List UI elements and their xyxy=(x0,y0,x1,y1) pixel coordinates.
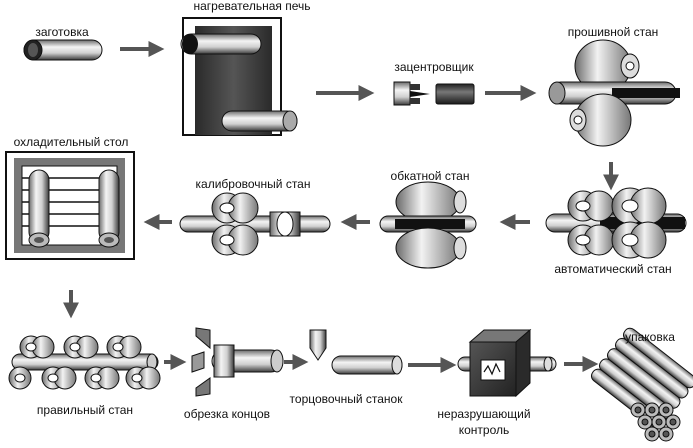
packing-bundle-icon xyxy=(590,327,693,442)
furnace-icon xyxy=(180,17,298,136)
straightening-mill-icon xyxy=(8,335,161,390)
reeling-mill-icon xyxy=(379,181,477,269)
automatic-mill-icon xyxy=(545,187,687,259)
label-nerazrush-1: неразрушающий xyxy=(437,407,530,421)
label-stol: охладительный стол xyxy=(14,135,129,149)
label-avtomaticheskiy: автоматический стан xyxy=(554,262,671,276)
label-zacentrovshik: зацентровщик xyxy=(394,60,474,74)
centerer-icon xyxy=(393,81,475,106)
billet-icon xyxy=(23,39,103,61)
label-pravilny: правильный стан xyxy=(37,403,133,417)
end-cutting-icon xyxy=(191,327,284,397)
facing-machine-icon xyxy=(309,329,403,375)
label-nerazrush-2: контроль xyxy=(459,423,510,437)
label-pech: нагревательная печь xyxy=(194,0,311,13)
piercing-mill-icon xyxy=(548,39,680,147)
label-obkatnoy: обкатной стан xyxy=(391,169,470,183)
label-obrezka: обрезка концов xyxy=(184,407,270,421)
sizing-mill-icon xyxy=(179,192,331,256)
label-upakovka: упаковка xyxy=(625,330,675,344)
ndt-box-icon xyxy=(457,328,557,398)
label-proshivnoy: прошивной стан xyxy=(568,25,659,39)
label-torcovochny: торцовочный станок xyxy=(290,392,404,406)
label-kalibrovochny: калибровочный стан xyxy=(196,177,311,191)
cooling-table-icon xyxy=(5,151,135,260)
label-zagotovka: заготовка xyxy=(35,25,89,39)
